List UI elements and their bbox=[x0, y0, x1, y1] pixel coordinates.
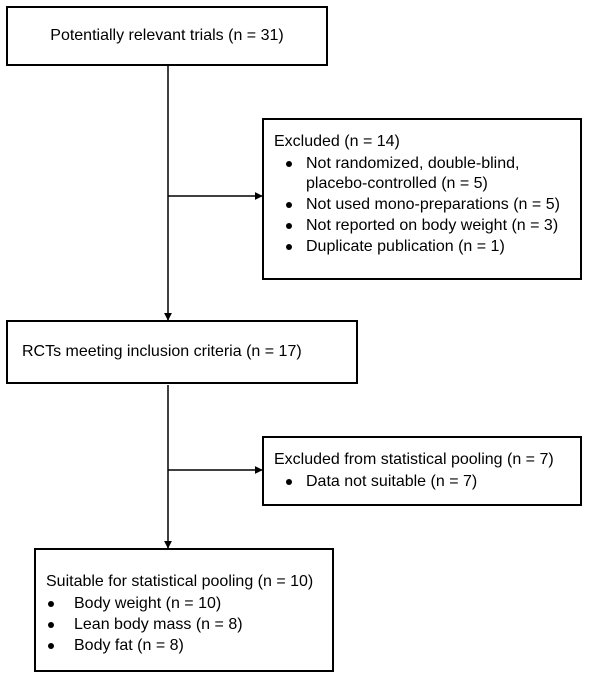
list-item: Lean body mass (n = 8) bbox=[46, 615, 322, 635]
list-item: Body fat (n = 8) bbox=[46, 636, 322, 656]
bullet-icon bbox=[286, 244, 292, 250]
box-potentially-relevant-trials-title: Potentially relevant trials (n = 31) bbox=[50, 27, 284, 44]
list-item: Duplicate publication (n = 1) bbox=[286, 237, 570, 257]
box-potentially-relevant-trials: Potentially relevant trials (n = 31) bbox=[6, 6, 328, 66]
box-excluded: Excluded (n = 14) Not randomized, double… bbox=[262, 118, 582, 280]
list-item: Body weight (n = 10) bbox=[46, 594, 322, 614]
list-item: Not randomized, double-blind, placebo-co… bbox=[286, 154, 570, 194]
box-excluded-list: Not randomized, double-blind, placebo-co… bbox=[286, 154, 570, 257]
box-excluded-from-pooling-list: Data not suitable (n = 7) bbox=[286, 472, 570, 492]
list-item: Not reported on body weight (n = 3) bbox=[286, 216, 570, 236]
bullet-icon bbox=[286, 202, 292, 208]
box-rcts-meeting-inclusion-title: RCTs meeting inclusion criteria (n = 17) bbox=[22, 343, 302, 360]
bullet-icon bbox=[48, 643, 54, 649]
box-rcts-meeting-inclusion: RCTs meeting inclusion criteria (n = 17) bbox=[6, 320, 358, 384]
box-suitable-for-pooling-list: Body weight (n = 10) Lean body mass (n =… bbox=[46, 594, 322, 656]
box-suitable-for-pooling-title: Suitable for statistical pooling (n = 10… bbox=[46, 573, 314, 590]
list-item: Not used mono-preparations (n = 5) bbox=[286, 195, 570, 215]
box-excluded-title: Excluded (n = 14) bbox=[274, 133, 400, 150]
bullet-icon bbox=[48, 622, 54, 628]
box-excluded-from-pooling-title: Excluded from statistical pooling (n = 7… bbox=[274, 451, 554, 468]
bullet-icon bbox=[48, 601, 54, 607]
bullet-icon bbox=[286, 223, 292, 229]
bullet-icon bbox=[286, 161, 292, 167]
bullet-icon bbox=[286, 479, 292, 485]
list-item: Data not suitable (n = 7) bbox=[286, 472, 570, 492]
box-suitable-for-pooling: Suitable for statistical pooling (n = 10… bbox=[34, 548, 334, 672]
box-excluded-from-pooling: Excluded from statistical pooling (n = 7… bbox=[262, 436, 582, 506]
